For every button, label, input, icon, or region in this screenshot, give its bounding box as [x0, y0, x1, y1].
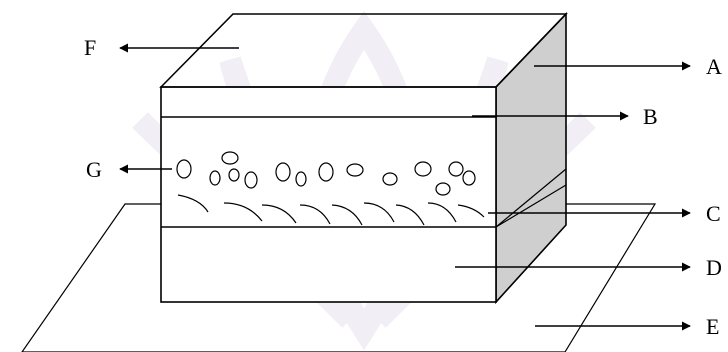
bubble [295, 171, 307, 187]
curve-stroke [427, 202, 457, 223]
bubble [209, 170, 221, 186]
curve-stroke [177, 194, 209, 213]
label-a: A [706, 54, 722, 79]
bubble [382, 172, 398, 186]
bubble [435, 182, 451, 196]
curve-stroke [261, 204, 297, 224]
bubble [275, 162, 291, 182]
bubble [318, 162, 334, 182]
label-e: E [706, 314, 719, 339]
top-face [159, 13, 568, 88]
side-face [495, 12, 567, 305]
side-layer-line-lower [495, 184, 567, 228]
bubble [221, 151, 239, 165]
curve-strokes [177, 194, 485, 226]
bubble [414, 161, 432, 177]
side-layer-line-upper [495, 168, 567, 228]
label-g: G [86, 157, 102, 182]
leader-arrows [119, 43, 691, 331]
label-f: F [84, 35, 96, 60]
curve-stroke [395, 204, 425, 226]
bubble [346, 163, 364, 177]
curve-stroke [299, 204, 331, 225]
bubble [448, 161, 464, 177]
curve-stroke [457, 204, 485, 218]
bubble [228, 168, 240, 182]
bubble-group [176, 151, 476, 196]
label-c: C [706, 201, 721, 226]
label-d: D [706, 255, 722, 280]
bubble [462, 170, 476, 186]
curve-stroke [363, 202, 395, 223]
bubble [244, 171, 258, 189]
bubble [176, 159, 192, 179]
curve-stroke [223, 202, 263, 222]
label-b: B [643, 104, 658, 129]
curve-stroke [331, 204, 363, 226]
